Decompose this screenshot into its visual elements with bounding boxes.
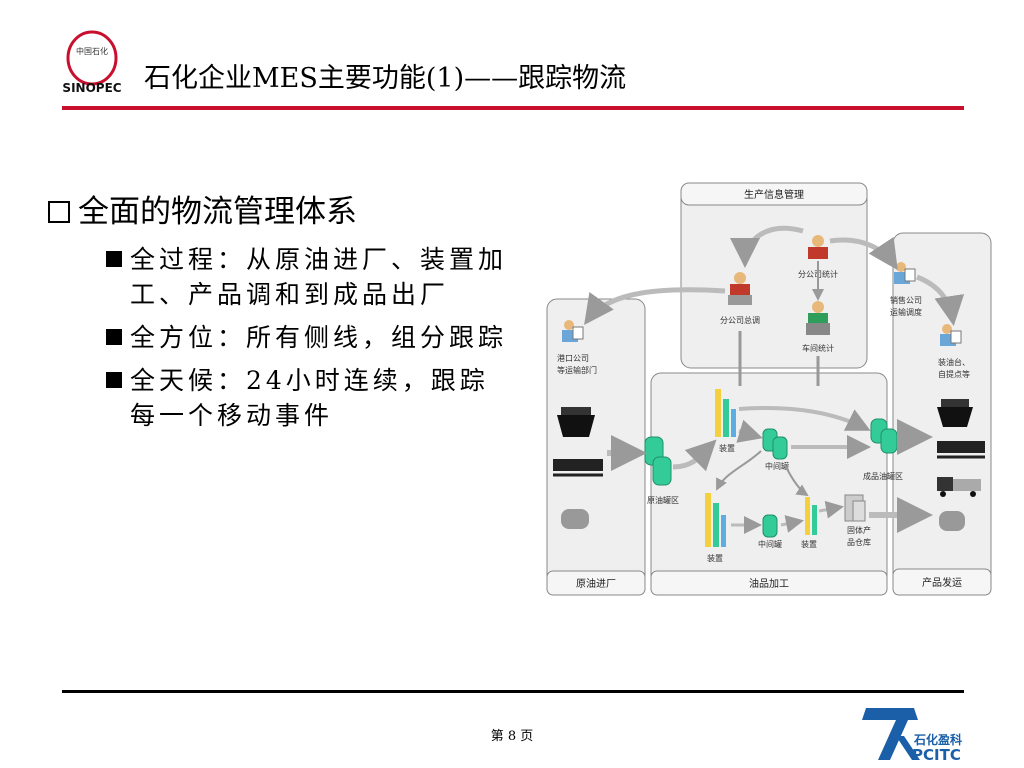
person-branch-dispatch-icon xyxy=(728,272,752,305)
bullet-item: 全过程：从原油进厂、装置加工、产品调和到成品出厂 xyxy=(48,242,518,312)
page-number: 第 8 页 xyxy=(490,729,534,744)
unit-3-icon xyxy=(805,497,817,535)
panel-crude-intake xyxy=(546,298,646,596)
node-mid-tank-1: 中间罐 xyxy=(765,461,789,471)
bullet-item-text: 全过程：从原油进厂、装置加工、产品调和到成品出厂 xyxy=(130,245,508,309)
square-bullet-icon xyxy=(106,329,122,345)
arrow-stats-to-sales xyxy=(829,236,898,271)
title-divider xyxy=(62,106,964,110)
node-solid-line1: 固体产 xyxy=(847,525,871,535)
bullet-item: 全方位：所有侧线，组分跟踪 xyxy=(48,320,518,355)
arrow-dispatch-to-port xyxy=(584,287,726,326)
bullet-heading-text: 全面的物流管理体系 xyxy=(78,194,357,230)
train-icon xyxy=(553,459,603,477)
person-branch-stats-icon xyxy=(808,235,828,259)
node-mid-tank-2: 中间罐 xyxy=(758,539,782,549)
truck-icon xyxy=(937,477,981,497)
section-label-product-shipping: 产品发运 xyxy=(922,576,962,589)
arrow-midtank2-to-unit3 xyxy=(780,515,804,533)
node-product-tank: 成品油罐区 xyxy=(863,471,903,481)
node-loading-line1: 装油台、 xyxy=(938,357,970,367)
panel-footer-oil-processing xyxy=(650,570,888,596)
arrow-unit1-to-product xyxy=(738,405,871,431)
section-label-crude-intake: 原油进厂 xyxy=(576,577,616,590)
solid-warehouse-icon xyxy=(844,494,866,522)
bullet-item-text: 全天候：24小时连续，跟踪每一个移动事件 xyxy=(130,366,489,430)
node-branch-dispatch: 分公司总调 xyxy=(720,315,760,325)
person-port-icon xyxy=(562,320,584,342)
sinopec-logo: 中国石化 SINOPEC xyxy=(62,30,122,95)
logo-chinese-text: 中国石化 xyxy=(76,46,108,56)
person-loading-icon xyxy=(940,324,962,346)
logistics-diagram: 生产信息管理 原油进厂 油品加工 产品发运 分公司统计 分公司总调 车间统计 销… xyxy=(546,182,992,596)
square-bullet-icon xyxy=(106,372,122,388)
bullet-item: 全天候：24小时连续，跟踪每一个移动事件 xyxy=(48,363,518,433)
node-loading-line2: 自提点等 xyxy=(938,369,970,379)
node-unit-2: 装置 xyxy=(707,553,723,563)
arrow-unit3-to-warehouse xyxy=(818,500,844,519)
panel-footer-product-shipping xyxy=(892,568,992,596)
mid-tank-2-icon xyxy=(762,514,778,538)
node-crude-tank: 原油罐区 xyxy=(647,495,679,505)
panel-header-production-info xyxy=(680,182,868,206)
page-title: 石化企业MES主要功能(1)——跟踪物流 xyxy=(144,63,627,94)
checkbox-bullet-icon xyxy=(48,201,70,223)
pcitc-logo: 石化盈科 PCITC xyxy=(862,708,962,764)
product-tank-icon xyxy=(870,418,898,454)
node-port-line1: 港口公司 xyxy=(557,353,589,363)
node-sales-line2: 运输调度 xyxy=(890,307,922,317)
unit-1-icon xyxy=(715,389,736,437)
bullet-list: 全面的物流管理体系 全过程：从原油进厂、装置加工、产品调和到成品出厂 全方位：所… xyxy=(48,190,518,433)
arrow-midtank-to-unit2 xyxy=(716,450,762,491)
train-right-icon xyxy=(937,441,985,459)
logo-mark-text: SINOPEC xyxy=(62,81,121,95)
panel-production-info xyxy=(680,182,868,369)
footer-divider xyxy=(62,690,964,693)
node-solid-line2: 品仓库 xyxy=(847,537,871,547)
arrow-stats-to-dispatch xyxy=(730,225,804,268)
brand-cn-text: 石化盈科 xyxy=(913,732,962,747)
crude-tank-icon xyxy=(644,436,672,486)
section-label-production-info: 生产信息管理 xyxy=(744,188,804,201)
pipeline-right-icon xyxy=(939,511,965,531)
arrow-sales-to-loading xyxy=(916,274,965,326)
square-bullet-icon xyxy=(106,251,122,267)
arrow-midtank1-to-unit3 xyxy=(784,464,809,497)
bullet-heading: 全面的物流管理体系 xyxy=(48,190,518,234)
node-unit-1: 装置 xyxy=(719,443,735,453)
node-port-line2: 等运输部门 xyxy=(557,365,597,375)
arrow-unit1-to-midtank xyxy=(736,419,763,443)
node-workshop-stats: 车间统计 xyxy=(802,343,834,353)
node-unit-3: 装置 xyxy=(801,539,817,549)
panel-footer-crude-intake xyxy=(546,570,646,596)
pipeline-icon xyxy=(561,509,589,529)
person-sales-icon xyxy=(894,262,916,284)
ship-icon xyxy=(557,407,595,437)
unit-2-icon xyxy=(705,493,726,547)
person-workshop-stats-icon xyxy=(806,301,830,335)
mid-tank-1-icon xyxy=(762,428,788,460)
arrow-tank-to-unit1 xyxy=(672,439,717,472)
ship-right-icon xyxy=(937,399,973,427)
bullet-item-text: 全方位：所有侧线，组分跟踪 xyxy=(130,323,508,352)
node-sales-line1: 销售公司 xyxy=(890,295,922,305)
brand-en-text: PCITC xyxy=(912,746,961,764)
section-label-oil-processing: 油品加工 xyxy=(749,577,789,590)
